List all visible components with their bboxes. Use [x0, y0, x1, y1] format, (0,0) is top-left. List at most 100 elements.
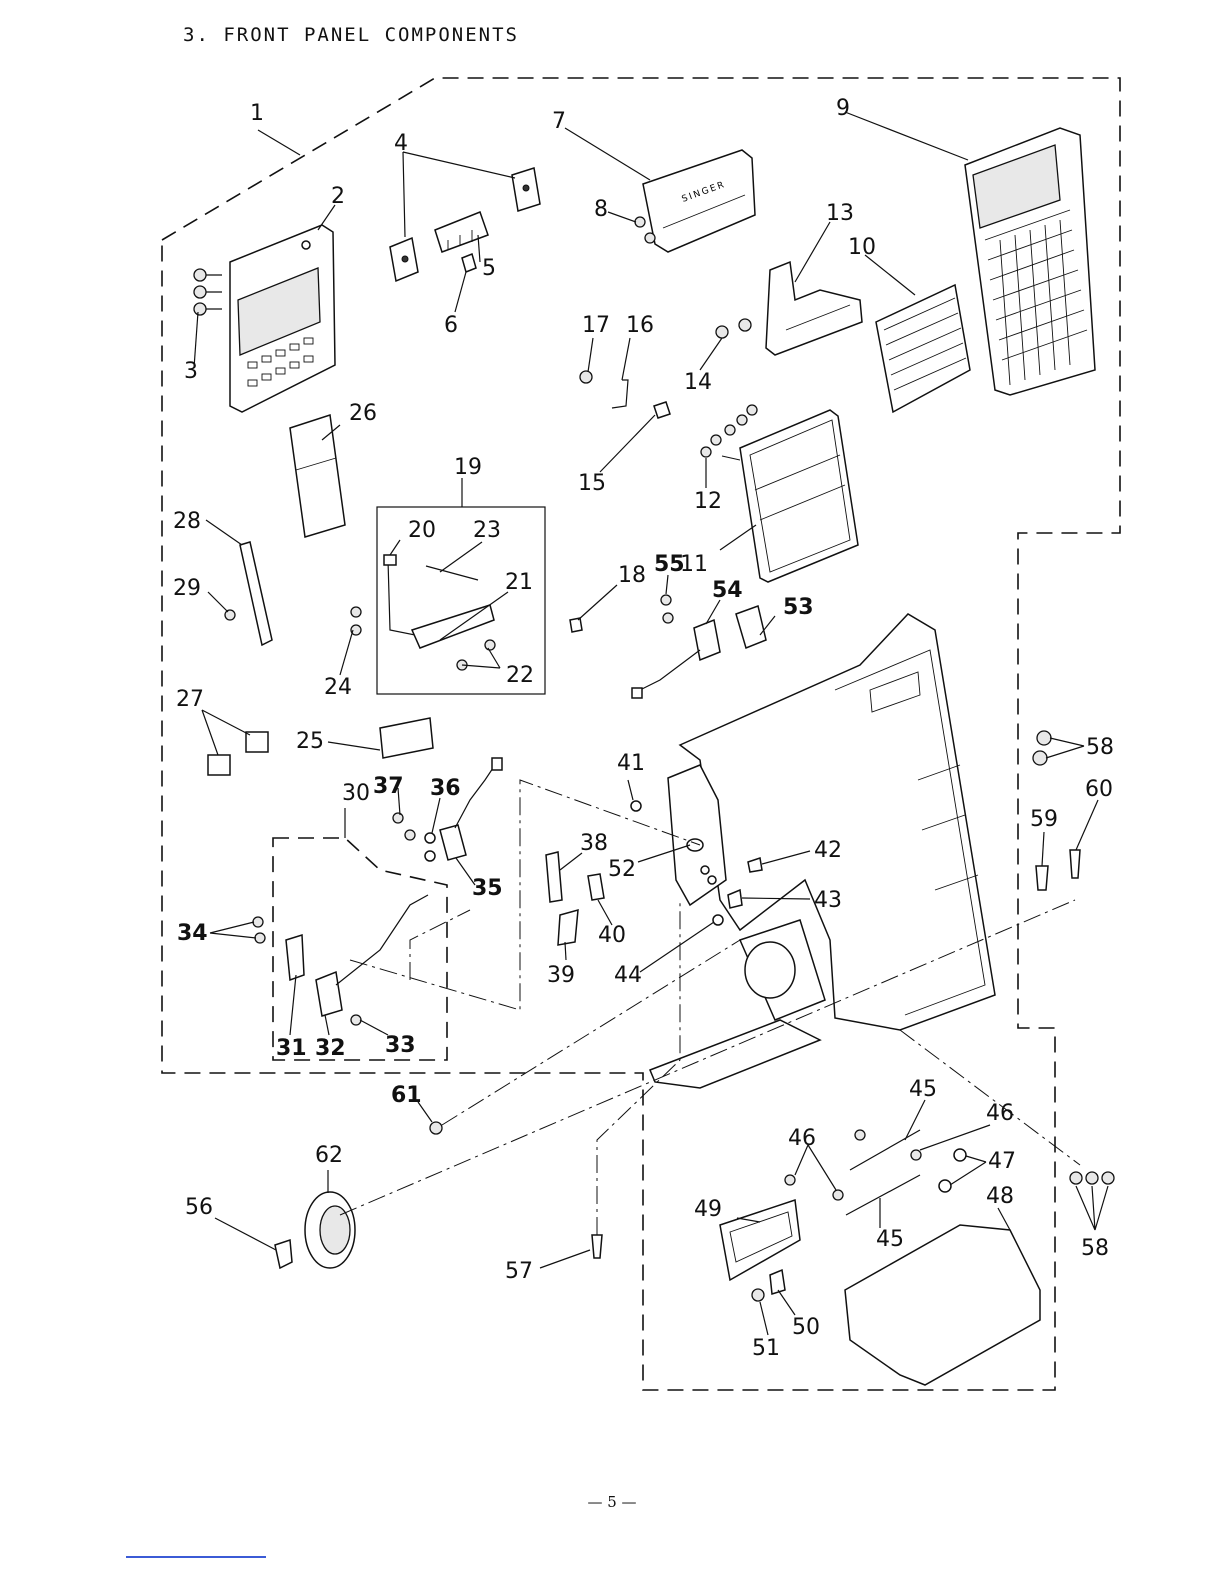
callout-42: 42 [814, 838, 842, 863]
part-58-screws-upper [1033, 731, 1051, 765]
part-20-cable [384, 555, 430, 638]
callout-36: 36 [430, 776, 461, 801]
callout-22: 22 [506, 663, 534, 688]
callout-25: 25 [296, 729, 324, 754]
callout-61: 61 [391, 1083, 422, 1108]
part-44-cap [713, 915, 723, 925]
part-39-lever [558, 910, 578, 945]
part-15-connector [654, 402, 670, 418]
callout-23: 23 [473, 518, 501, 543]
part-35-switch-harness [440, 758, 502, 860]
callout-19: 19 [454, 455, 482, 480]
part-47-washers [939, 1149, 966, 1192]
part-51-screw [752, 1289, 764, 1301]
callout-59: 59 [1030, 807, 1058, 832]
callout-2: 2 [331, 184, 345, 209]
callout-51: 51 [752, 1336, 780, 1361]
callout-28: 28 [173, 509, 201, 534]
callout-1: 1 [250, 101, 264, 126]
part-32-switch [316, 895, 428, 1016]
part-21-sensor-board [412, 605, 494, 648]
part-18-knob [570, 618, 582, 632]
callout-15: 15 [578, 471, 606, 496]
callout-21: 21 [505, 570, 533, 595]
callout-50: 50 [792, 1315, 820, 1340]
part-34-screws [253, 917, 265, 943]
page-number: — 5 — [0, 1493, 1224, 1511]
part-54-sensor [632, 620, 720, 698]
callout-13: 13 [826, 201, 854, 226]
callout-44: 44 [614, 963, 642, 988]
part-41-knob [631, 801, 641, 811]
callout-35: 35 [472, 876, 503, 901]
part-25-label [380, 718, 433, 758]
callout-31: 31 [276, 1036, 307, 1061]
callout-24: 24 [324, 675, 352, 700]
callout-49: 49 [694, 1197, 722, 1222]
callout-58-upper: 58 [1086, 735, 1114, 760]
callout-5: 5 [482, 256, 496, 281]
part-33-screw [351, 1015, 361, 1025]
callout-7: 7 [552, 109, 566, 134]
part-58-screws-lower [1070, 1172, 1114, 1184]
callout-54: 54 [712, 578, 743, 603]
callout-46-right: 46 [986, 1101, 1014, 1126]
part-60-screw [1070, 850, 1080, 878]
callout-46-left: 46 [788, 1126, 816, 1151]
callout-39: 39 [547, 963, 575, 988]
part-37-screws [393, 813, 415, 840]
part-3-screws [194, 269, 222, 315]
part-31-bracket [286, 935, 304, 980]
callout-62: 62 [315, 1143, 343, 1168]
callout-10: 10 [848, 235, 876, 260]
part-36-washer [425, 833, 435, 861]
callout-56: 56 [185, 1195, 213, 1220]
callout-12: 12 [694, 489, 722, 514]
callout-27: 27 [176, 687, 204, 712]
callout-41: 41 [617, 751, 645, 776]
part-11-frame [722, 410, 858, 582]
callout-29: 29 [173, 576, 201, 601]
callout-37: 37 [373, 774, 404, 799]
callout-55: 55 [654, 552, 685, 577]
part-49-bracket [720, 1200, 800, 1280]
part-10-pattern-sheet [876, 285, 970, 412]
callout-17: 17 [582, 313, 610, 338]
callout-52: 52 [608, 857, 636, 882]
callout-53: 53 [783, 595, 814, 620]
callout-57: 57 [505, 1259, 533, 1284]
callout-18: 18 [618, 563, 646, 588]
part-14-screws [716, 319, 751, 338]
callout-38: 38 [580, 831, 608, 856]
callout-3: 3 [184, 359, 198, 384]
part-29-screw [225, 610, 235, 620]
callout-47: 47 [988, 1149, 1016, 1174]
callout-4: 4 [394, 131, 408, 156]
callout-14: 14 [684, 370, 712, 395]
bottom-rule [126, 1556, 266, 1558]
part-28-lever [240, 542, 272, 645]
part-6-clip [462, 254, 476, 272]
part-53-cap [736, 606, 766, 648]
callout-40: 40 [598, 923, 626, 948]
part-62-dial [305, 1192, 355, 1268]
part-45-rods [846, 1130, 920, 1215]
part-23-rod [426, 566, 478, 580]
callout-58-lower: 58 [1081, 1236, 1109, 1261]
callout-48: 48 [986, 1184, 1014, 1209]
callout-34: 34 [177, 921, 208, 946]
part-2-control-board [230, 225, 335, 412]
callout-32: 32 [315, 1036, 346, 1061]
part-7-top-cover: SINGER [643, 150, 755, 252]
part-9-front-panel-sheet [965, 128, 1095, 395]
part-26-flat-cable [290, 415, 345, 537]
part-55-screws [661, 595, 673, 623]
part-17-screw [580, 371, 592, 383]
callout-9: 9 [836, 96, 850, 121]
part-16-spring [612, 380, 628, 408]
callout-20: 20 [408, 518, 436, 543]
callout-43: 43 [814, 888, 842, 913]
part-13-plate [766, 262, 862, 355]
callout-60: 60 [1085, 777, 1113, 802]
callout-30: 30 [342, 781, 370, 806]
